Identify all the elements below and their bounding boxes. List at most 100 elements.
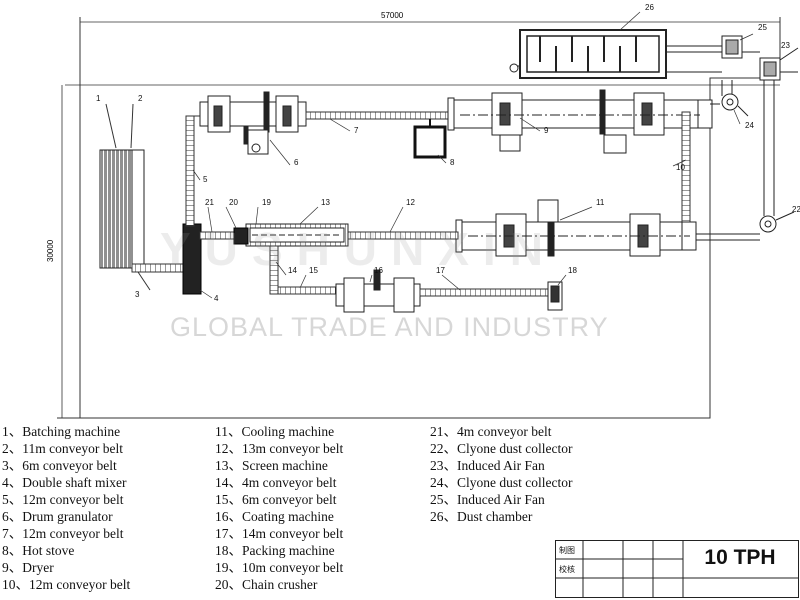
legend-number: 3、 xyxy=(2,458,23,473)
legend-number: 14、 xyxy=(215,475,242,490)
legend-text: 4m conveyor belt xyxy=(242,475,337,490)
legend-text: Clyone dust collector xyxy=(457,441,573,456)
legend-item: 1、Batching machine xyxy=(2,423,130,440)
callout-23: 23 xyxy=(781,41,790,50)
legend-item: 11、Cooling machine xyxy=(215,423,343,440)
callout-22: 22 xyxy=(792,205,800,214)
callout-labels: 1 2 3 4 5 6 7 8 9 10 11 12 13 14 15 16 1… xyxy=(96,3,800,303)
induced-air-fan-lower xyxy=(696,211,795,241)
legend-number: 24、 xyxy=(430,475,457,490)
conveyor-12m-right xyxy=(681,111,691,241)
callout-8: 8 xyxy=(450,158,455,167)
callout-17: 17 xyxy=(436,266,445,275)
induced-air-fan-upper xyxy=(710,80,749,117)
process-flow-diagram: 57000 30000 xyxy=(46,3,800,419)
callout-14: 14 xyxy=(288,266,297,275)
legend-column-2: 11、Cooling machine 12、13m conveyor belt … xyxy=(215,423,343,593)
screen-machine xyxy=(245,223,349,247)
legend-text: Packing machine xyxy=(242,543,335,558)
dust-collector-upper xyxy=(666,35,760,59)
legend-text: Induced Air Fan xyxy=(457,492,545,507)
conveyor-4m xyxy=(269,245,279,295)
legend-item: 23、Induced Air Fan xyxy=(430,457,572,474)
conveyor-12m-vertical xyxy=(185,115,195,227)
legend-text: Dust chamber xyxy=(457,509,533,524)
legend-number: 6、 xyxy=(2,509,23,524)
legend-item: 21、4m conveyor belt xyxy=(430,423,572,440)
legend-number: 23、 xyxy=(430,458,457,473)
legend-text: Dryer xyxy=(22,560,54,575)
batching-machine xyxy=(99,149,145,269)
legend-number: 11、 xyxy=(215,424,242,439)
callout-5: 5 xyxy=(203,175,208,184)
callout-10: 10 xyxy=(676,163,685,172)
legend-number: 1、 xyxy=(2,424,23,439)
title-block: 制图 校核 10 TPH xyxy=(555,540,799,598)
legend-text: 14m conveyor belt xyxy=(242,526,344,541)
legend-column-1: 1、Batching machine 2、11m conveyor belt 3… xyxy=(2,423,130,593)
conveyor-6m xyxy=(277,286,339,295)
callout-1: 1 xyxy=(96,94,101,103)
legend-number: 7、 xyxy=(2,526,23,541)
callout-6: 6 xyxy=(294,158,299,167)
leader-lines xyxy=(192,11,754,299)
callout-3: 3 xyxy=(135,290,140,299)
chain-crusher xyxy=(233,227,249,245)
legend-text: Chain crusher xyxy=(242,577,318,592)
legend-number: 4、 xyxy=(2,475,23,490)
legend-item: 8、Hot stove xyxy=(2,542,130,559)
legend-text: 6m conveyor belt xyxy=(22,458,117,473)
legend-number: 2、 xyxy=(2,441,23,456)
callout-25: 25 xyxy=(758,23,767,32)
callout-7: 7 xyxy=(354,126,359,135)
legend-number: 13、 xyxy=(215,458,242,473)
legend-number: 21、 xyxy=(430,424,457,439)
coating-machine xyxy=(335,269,421,313)
legend-number: 19、 xyxy=(215,560,242,575)
hot-stove xyxy=(413,119,447,159)
legend-number: 17、 xyxy=(215,526,242,541)
legend-item: 22、Clyone dust collector xyxy=(430,440,572,457)
legend-item: 14、4m conveyor belt xyxy=(215,474,343,491)
legend-item: 15、6m conveyor belt xyxy=(215,491,343,508)
legend-item: 12、13m conveyor belt xyxy=(215,440,343,457)
drum-granulator xyxy=(199,91,307,155)
legend-text: Induced Air Fan xyxy=(457,458,545,473)
callout-13: 13 xyxy=(321,198,330,207)
legend-number: 8、 xyxy=(2,543,23,558)
legend-text: Drum granulator xyxy=(22,509,113,524)
title-block-drawn-label: 制图 xyxy=(559,546,575,555)
legend-text: Batching machine xyxy=(22,424,121,439)
plant-boundary xyxy=(57,17,781,419)
legend-text: 4m conveyor belt xyxy=(457,424,552,439)
callout-15: 15 xyxy=(309,266,318,275)
title-block-checked-label: 校核 xyxy=(559,565,575,574)
watermark-tagline: GLOBAL TRADE AND INDUSTRY xyxy=(170,312,609,342)
callout-20: 20 xyxy=(229,198,238,207)
legend-number: 25、 xyxy=(430,492,457,507)
legend-number: 26、 xyxy=(430,509,457,524)
legend-number: 20、 xyxy=(215,577,242,592)
batching-conveyor xyxy=(105,103,187,291)
legend-number: 18、 xyxy=(215,543,242,558)
legend-item: 2、11m conveyor belt xyxy=(2,440,130,457)
legend-text: 10m conveyor belt xyxy=(242,560,344,575)
legend-text: Cooling machine xyxy=(241,424,335,439)
legend-item: 25、Induced Air Fan xyxy=(430,491,572,508)
watermark-logo: YUSHUNXIN xyxy=(160,223,557,275)
callout-16: 16 xyxy=(374,266,383,275)
callout-12: 12 xyxy=(406,198,415,207)
legend-item: 13、Screen machine xyxy=(215,457,343,474)
legend-item: 17、14m conveyor belt xyxy=(215,525,343,542)
legend-number: 5、 xyxy=(2,492,23,507)
legend-item: 10、12m conveyor belt xyxy=(2,576,130,593)
callout-4: 4 xyxy=(214,294,219,303)
legend-item: 5、12m conveyor belt xyxy=(2,491,130,508)
legend-item: 26、Dust chamber xyxy=(430,508,572,525)
dust-chamber xyxy=(509,29,667,79)
callout-9: 9 xyxy=(544,126,549,135)
legend-text: 12m conveyor belt xyxy=(22,492,124,507)
callout-18: 18 xyxy=(568,266,577,275)
legend-text: 6m conveyor belt xyxy=(242,492,337,507)
width-dimension: 57000 xyxy=(381,11,404,20)
